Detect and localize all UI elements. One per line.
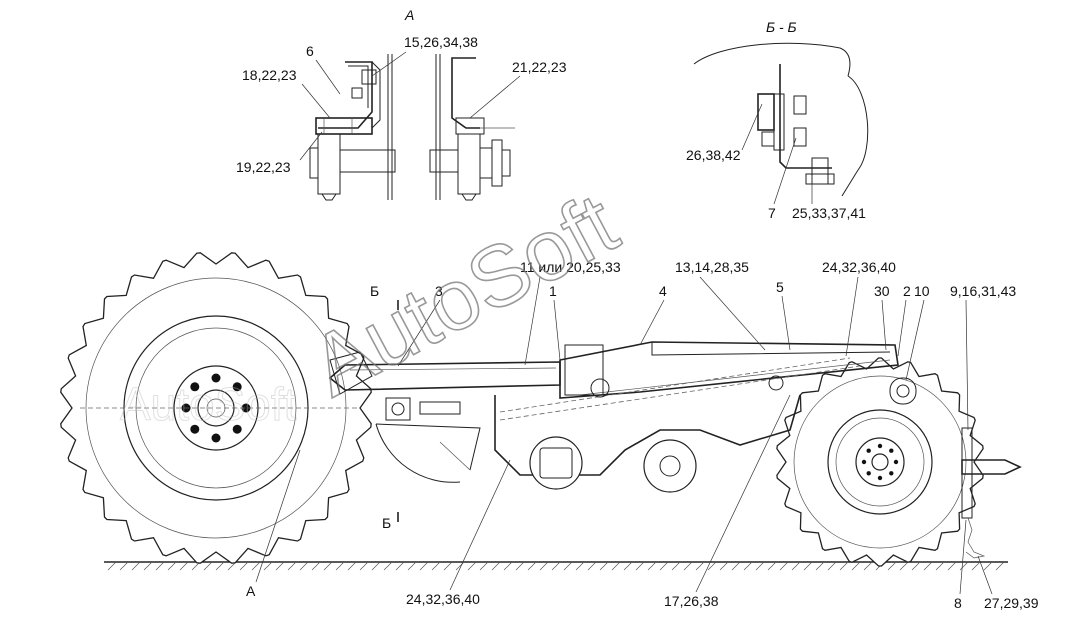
- section-view-bb: Б - Б 26,38,42 7 25,33,37,41: [686, 19, 869, 221]
- label-25-33-37-41: 25,33,37,41: [792, 205, 866, 221]
- rear-wheel: [60, 252, 372, 564]
- label-11-20-25-33: 11 или 20,25,33: [520, 259, 621, 275]
- wheel-bolt: [190, 424, 200, 434]
- frame: [328, 341, 1022, 559]
- wheel-bolt: [889, 471, 894, 476]
- wheel-bolt: [211, 373, 221, 383]
- wheel-bolt: [861, 459, 867, 465]
- label-15-26-34-38: 15,26,34,38: [404, 34, 478, 50]
- section-marks: Б Б А: [246, 283, 399, 599]
- label-9-16-31-43: 9,16,31,43: [950, 283, 1016, 299]
- wheel-bolt: [877, 475, 883, 481]
- label-13-14-28-35: 13,14,28,35: [675, 259, 749, 275]
- wheel-bolt: [866, 448, 871, 453]
- wheel-bolt: [877, 443, 883, 449]
- watermark-main-text: AutoSoft: [296, 175, 632, 415]
- wheel-bolt: [866, 471, 871, 476]
- front-wheel: [776, 357, 984, 567]
- detail-view-a: А 6 15,26,34,38 18,22,23 21,22,23: [236, 7, 567, 201]
- label-18-22-23: 18,22,23: [242, 67, 297, 83]
- detail-a-title: А: [404, 7, 414, 23]
- wheel-bolt: [893, 459, 899, 465]
- label-19-22-23: 19,22,23: [236, 159, 291, 175]
- label-17-26-38: 17,26,38: [664, 593, 719, 609]
- label-3: 3: [435, 283, 443, 299]
- label-2: 2: [903, 283, 911, 299]
- section-bb-title: Б - Б: [766, 19, 797, 35]
- label-5: 5: [776, 279, 784, 295]
- label-4: 4: [659, 283, 667, 299]
- section-mark-top: Б: [370, 283, 379, 299]
- label-1: 1: [549, 283, 557, 299]
- wheel-bolt: [190, 382, 200, 392]
- main-side-view: Б Б А 11 или 20,25,33 13,14,28,35 24,32,…: [60, 252, 1039, 611]
- label-24-32-36-40-top: 24,32,36,40: [822, 259, 896, 275]
- ground-line: [104, 561, 1008, 571]
- detail-a-pointer-label: А: [246, 583, 256, 599]
- label-30: 30: [874, 283, 890, 299]
- label-27-29-39: 27,29,39: [984, 595, 1039, 611]
- watermark-background-text: AutoSoft: [120, 378, 297, 430]
- label-26-38-42: 26,38,42: [686, 147, 741, 163]
- label-8: 8: [954, 595, 962, 611]
- main-labels: 11 или 20,25,33 13,14,28,35 24,32,36,40 …: [397, 259, 1039, 611]
- wheel-bolt: [241, 403, 251, 413]
- label-7: 7: [768, 205, 776, 221]
- wheel-bolt: [232, 424, 242, 434]
- label-21-22-23: 21,22,23: [512, 59, 567, 75]
- wheel-bolt: [889, 448, 894, 453]
- section-mark-bottom: Б: [382, 515, 391, 531]
- label-10: 10: [914, 283, 930, 299]
- wheel-bolt: [211, 433, 221, 443]
- wheel-bolt: [232, 382, 242, 392]
- label-24-32-36-40-bottom: 24,32,36,40: [406, 591, 480, 607]
- label-6: 6: [306, 43, 314, 59]
